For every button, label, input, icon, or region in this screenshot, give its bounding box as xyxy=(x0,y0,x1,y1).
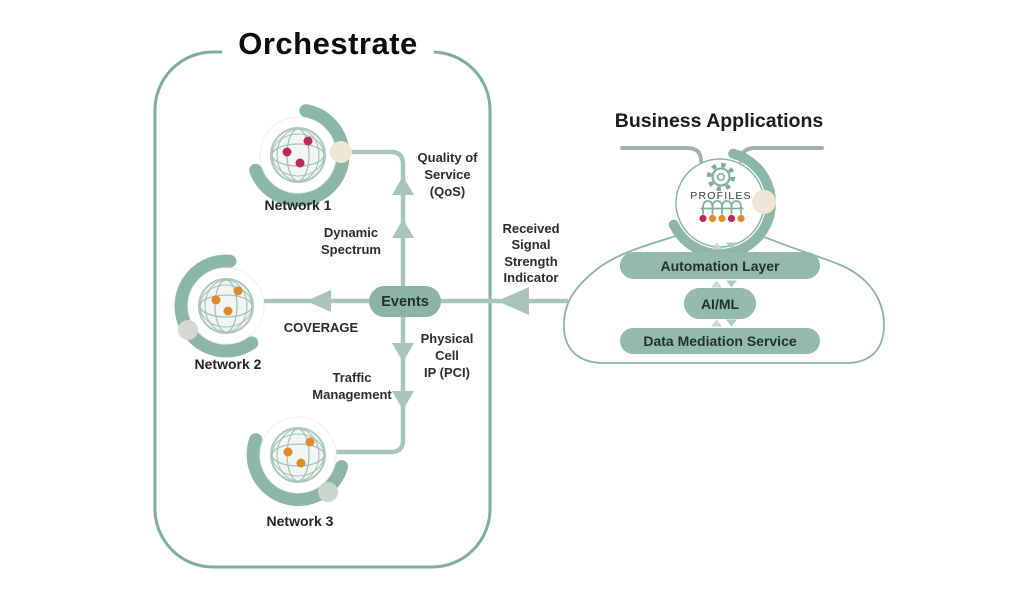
events-pill: Events xyxy=(369,286,441,317)
gear-icon xyxy=(706,162,736,192)
network-2-label: Network 2 xyxy=(194,356,262,372)
profiles-node xyxy=(668,148,776,259)
network-dots-magenta xyxy=(282,136,313,168)
flow-arrowheads xyxy=(306,176,529,410)
arrow-down-icon xyxy=(726,280,737,288)
network-arc xyxy=(174,254,259,358)
layer-pill-data-mediation: Data Mediation Service xyxy=(620,328,820,354)
bracket-left xyxy=(620,146,703,163)
profiles-arc xyxy=(668,148,776,259)
network-1-label: Network 1 xyxy=(264,197,332,213)
layer-pill-automation: Automation Layer xyxy=(620,252,820,279)
arrow-down-icon xyxy=(726,242,737,250)
network-3-node xyxy=(246,416,348,506)
flow-label-rssi: Received Signal Strength Indicator xyxy=(502,221,560,285)
arrow-up-icon xyxy=(392,176,414,195)
layer-exchange-arrows xyxy=(711,242,737,327)
flow-line-to-network-3 xyxy=(336,316,406,455)
arrow-up-icon xyxy=(711,319,722,327)
flow-label-qos: Quality of Service (QoS) xyxy=(417,150,478,200)
arrow-up-icon xyxy=(711,242,722,250)
arrow-up-icon xyxy=(392,219,414,238)
flow-line-to-network-1 xyxy=(341,149,406,286)
connector-dot xyxy=(318,482,338,502)
flow-label-pci: Physical Cell IP (PCI) xyxy=(420,331,474,381)
arrow-down-icon xyxy=(726,319,737,327)
network-dots-orange xyxy=(283,437,315,468)
business-applications-title: Business Applications xyxy=(614,110,824,132)
network-2-node xyxy=(174,254,265,358)
network-arc xyxy=(249,104,350,207)
arrow-up-icon xyxy=(711,280,722,288)
orchestrate-title: Orchestrate xyxy=(222,26,434,62)
flow-label-traffic-management: Traffic Management xyxy=(312,370,392,403)
network-1-node xyxy=(249,104,352,207)
network-dots-orange xyxy=(211,286,243,316)
service-tree-icon xyxy=(699,200,745,223)
arrow-down-icon xyxy=(392,343,414,362)
connector-dot xyxy=(178,320,198,340)
arrow-left-icon xyxy=(306,290,331,312)
layer-pill-aiml: AI/ML xyxy=(684,288,756,319)
arrow-down-icon xyxy=(392,391,414,410)
flow-label-coverage: COVERAGE xyxy=(283,320,359,335)
profiles-label: PROFILES xyxy=(690,190,752,202)
flow-label-dynamic-spectrum: Dynamic Spectrum xyxy=(321,225,381,258)
connector-dot xyxy=(752,190,776,214)
arrow-left-icon xyxy=(497,287,529,315)
connector-dot xyxy=(330,141,352,163)
network-3-label: Network 3 xyxy=(266,513,334,529)
